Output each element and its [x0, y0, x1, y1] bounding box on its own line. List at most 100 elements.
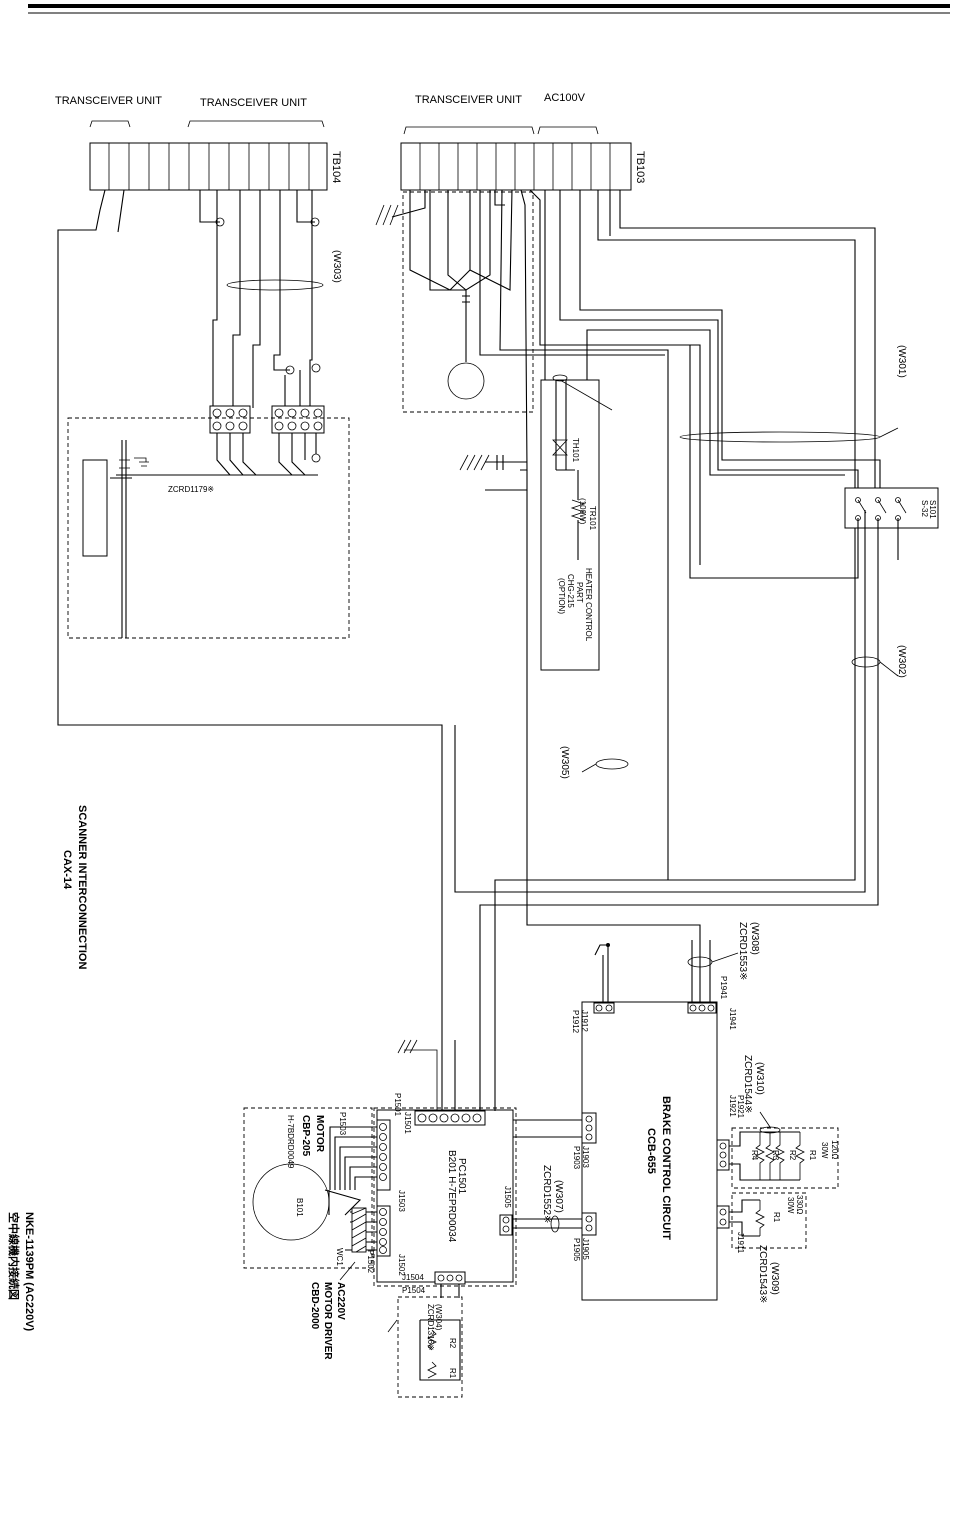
zcrd1179-label: ZCRD1179※: [168, 485, 214, 494]
w305-wiring: [454, 490, 866, 1005]
resistor-box-w304: [387, 1284, 463, 1398]
connector-j1503: [376, 1119, 391, 1191]
heater-control-part: [540, 374, 613, 671]
b101-label: B101: [295, 1198, 304, 1217]
tb104-wiring: [57, 189, 443, 1010]
j1504-label: J1504: [402, 1273, 424, 1282]
resistor-330: [729, 1192, 807, 1249]
j1503-label: J1503: [397, 1190, 406, 1212]
p1903-label: P1903: [572, 1146, 581, 1170]
r-bank2-label: 330Ω: [795, 1195, 804, 1214]
connector-j1502: [376, 1205, 391, 1257]
j1502-label: J1502: [397, 1254, 406, 1276]
r2c-label: R2: [448, 1338, 457, 1349]
j1501-label: J1501: [403, 1112, 412, 1134]
w303-label: (W303): [331, 250, 342, 283]
brake-title: BRAKE CONTROL CIRCUIT: [660, 1096, 672, 1240]
pc1501-board: [373, 1107, 517, 1287]
capacitor-ground: [459, 454, 528, 491]
pc1501-code: B201 H-7EPRD0034: [446, 1150, 457, 1243]
r1c-label: R1: [448, 1368, 457, 1379]
tb103-label: TB103: [634, 151, 646, 183]
connector-j1911: [716, 1205, 730, 1229]
transceiver-label-2: TRANSCEIVER UNIT: [200, 97, 307, 109]
connector-j1903: [581, 1112, 597, 1144]
transceiver-label-3: TRANSCEIVER UNIT: [415, 94, 522, 106]
connector-j1912: [593, 1002, 615, 1014]
scanner-unit-dashed-box: [67, 417, 350, 639]
bracket-2: [187, 120, 325, 128]
w302-bundle: [851, 656, 881, 668]
terminal-block-tb104: [89, 142, 328, 191]
motor-wiring: [252, 1126, 377, 1253]
heater-label-1: HEATER CONTROL: [584, 568, 593, 642]
w302-label: (W302): [896, 645, 907, 678]
s32-label: S-32: [920, 500, 929, 517]
heater-label-4: (OPTION): [557, 578, 566, 614]
switch-s101: [479, 345, 939, 1045]
connector-j1501: [414, 1010, 496, 1126]
connector-j1905: [581, 1212, 597, 1236]
terminal-block-tb103: [400, 142, 632, 191]
scanner-title: SCANNER INTERCONNECTION: [76, 805, 88, 969]
footer-subtitle: 空中線機内接続図: [7, 1212, 21, 1300]
r4-label: R4: [750, 1150, 759, 1161]
pc1501-label: PC1501: [456, 1158, 467, 1195]
transceiver-label-1: TRANSCEIVER UNIT: [55, 95, 162, 107]
j1905-label: J1905: [581, 1238, 590, 1260]
p1503-label: P1503: [338, 1112, 347, 1136]
pc1501-inner: [376, 1109, 514, 1283]
connector-j1921: [716, 1139, 730, 1171]
tr101-label: TR101: [588, 506, 597, 531]
tr101-power-label: (100W): [578, 498, 587, 525]
j1912-label: J1912: [580, 1010, 589, 1032]
scanner-unit-wiring: [82, 433, 321, 638]
tb103-dashed-box: [402, 191, 534, 413]
r3-label: R3: [771, 1150, 780, 1161]
j1921-label: J1921: [728, 1095, 737, 1117]
j1911-label: J1911: [736, 1232, 745, 1254]
brake-control-circuit-box: [581, 1001, 718, 1301]
motor-model: CBP-205: [300, 1115, 311, 1157]
connector-j1504: [434, 1271, 466, 1285]
j1505-label: J1505: [503, 1186, 512, 1208]
bracket-1: [89, 120, 131, 128]
s101-label: S101: [928, 500, 937, 519]
ac100v-label: AC100V: [544, 92, 586, 104]
w304-label: (W304): [434, 1304, 443, 1331]
w307-part-label: ZCRD1552※: [541, 1165, 552, 1223]
motor-driver-label-2: MOTOR DRIVER: [322, 1282, 333, 1360]
w305-label: (W305): [559, 746, 570, 779]
brake-model: CCB-655: [645, 1128, 657, 1174]
tb104-label: TB104: [330, 151, 342, 183]
th101-label: TH101: [571, 438, 580, 463]
resistor-bank-120: [729, 1111, 839, 1189]
w304-part-label: ZCRD1316※: [426, 1304, 435, 1351]
heater-label-2: PART: [575, 582, 584, 603]
motor-code: H-7BDRD0049: [286, 1115, 295, 1169]
w308-part-label: ZCRD1553※: [737, 922, 748, 980]
j1941-label: J1941: [728, 1008, 737, 1030]
bracket-3: [403, 126, 535, 135]
p1912-label: P1912: [571, 1010, 580, 1034]
r-bank1-w-label: 30W: [820, 1142, 829, 1159]
w308-label: (W308): [749, 922, 760, 955]
w309-label: (W309): [769, 1262, 780, 1295]
p1501-label: P1501: [393, 1093, 402, 1117]
r2-label: R2: [788, 1150, 797, 1161]
footer-title: NKE-1139PM (AC220V): [23, 1212, 35, 1332]
w310-label: (W310): [754, 1062, 765, 1095]
r1b-label: R1: [772, 1212, 781, 1223]
motor-title: MOTOR: [314, 1115, 325, 1153]
connector-j1505: [499, 1214, 513, 1236]
tb103-wiring: [375, 189, 881, 1040]
j1903-label: J1903: [581, 1146, 590, 1168]
r1-label: R1: [808, 1150, 817, 1161]
p1504-label: P1504: [402, 1286, 426, 1295]
w309-part-label: ZCRD1543※: [757, 1245, 768, 1303]
w308-wiring: [594, 940, 739, 1003]
scanner-model: CAX-14: [61, 850, 73, 890]
w310-part-label: ZCRD1544※: [742, 1055, 753, 1113]
motor-driver-leader: [339, 1261, 356, 1281]
